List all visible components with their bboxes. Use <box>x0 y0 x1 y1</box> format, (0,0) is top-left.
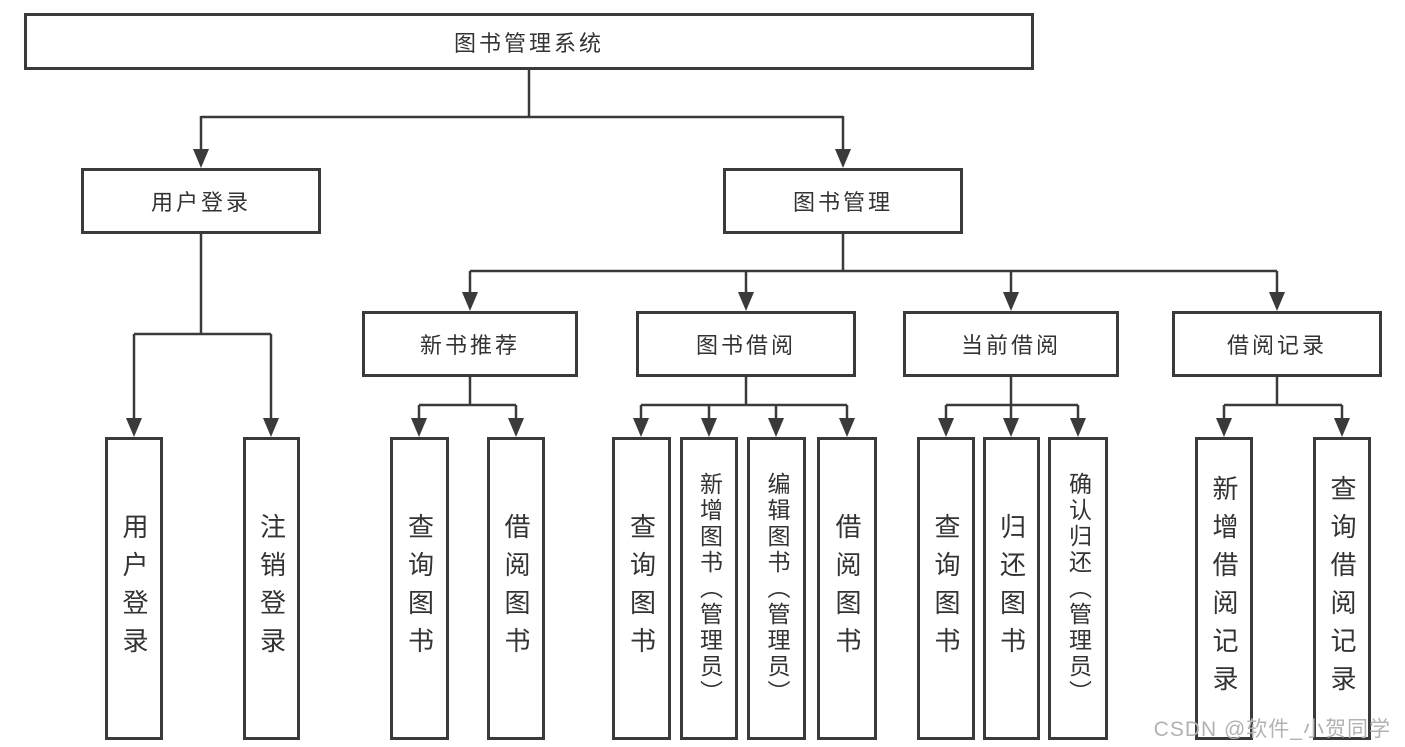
node-label: 图书管理系统 <box>453 30 604 56</box>
node-book-borrow: 图书借阅 <box>636 311 856 377</box>
node-borrow-records: 借阅记录 <box>1172 311 1382 377</box>
node-label: 用户登录 <box>150 190 251 215</box>
leaf-edit-book-admin: 编辑图书（管理员） <box>747 437 806 740</box>
csdn-watermark: CSDN @软件_小贺同学 <box>1153 718 1391 741</box>
node-label: 新增图书（管理员） <box>696 471 723 706</box>
node-current-borrow: 当前借阅 <box>903 311 1119 377</box>
node-label: 借阅记录 <box>1226 333 1327 358</box>
leaf-query-borrow-record: 查询借阅记录 <box>1313 437 1371 740</box>
leaf-borrow-books-recommend: 借阅图书 <box>487 437 545 740</box>
node-root: 图书管理系统 <box>24 13 1034 70</box>
leaf-add-book-admin: 新增图书（管理员） <box>680 437 738 740</box>
node-label: 图书管理 <box>792 190 893 215</box>
leaf-add-borrow-record: 新增借阅记录 <box>1195 437 1253 740</box>
node-label: 用户登录 <box>119 512 149 665</box>
leaf-borrow-books: 借阅图书 <box>817 437 877 740</box>
node-book-management: 图书管理 <box>723 168 963 234</box>
node-label: 查询图书 <box>626 512 657 665</box>
node-new-book-recommend: 新书推荐 <box>362 311 578 377</box>
node-label: 当前借阅 <box>960 333 1061 358</box>
leaf-query-books-borrow: 查询图书 <box>612 437 671 740</box>
leaf-logout: 注销登录 <box>243 437 300 740</box>
node-label: 借阅图书 <box>832 512 862 665</box>
node-label: 图书借阅 <box>695 333 796 358</box>
node-user-login: 用户登录 <box>81 168 321 234</box>
node-label: 注销登录 <box>256 512 287 665</box>
node-label: 查询借阅记录 <box>1327 474 1357 703</box>
arrowheads <box>126 149 1350 437</box>
leaf-user-login: 用户登录 <box>105 437 163 740</box>
leaf-confirm-return-admin: 确认归还（管理员） <box>1048 437 1108 740</box>
node-label: 确认归还（管理员） <box>1065 471 1092 706</box>
node-label: 借阅图书 <box>501 512 531 665</box>
node-label: 新增借阅记录 <box>1209 474 1239 703</box>
node-label: 查询图书 <box>404 512 435 665</box>
leaf-return-book: 归还图书 <box>983 437 1040 740</box>
node-label: 编辑图书（管理员） <box>764 471 790 706</box>
node-label: 查询图书 <box>931 512 961 665</box>
node-label: 新书推荐 <box>419 333 520 358</box>
leaf-query-books-current: 查询图书 <box>917 437 975 740</box>
connector-lines <box>132 70 1344 421</box>
leaf-query-books-recommend: 查询图书 <box>390 437 449 740</box>
node-label: 归还图书 <box>996 512 1027 665</box>
